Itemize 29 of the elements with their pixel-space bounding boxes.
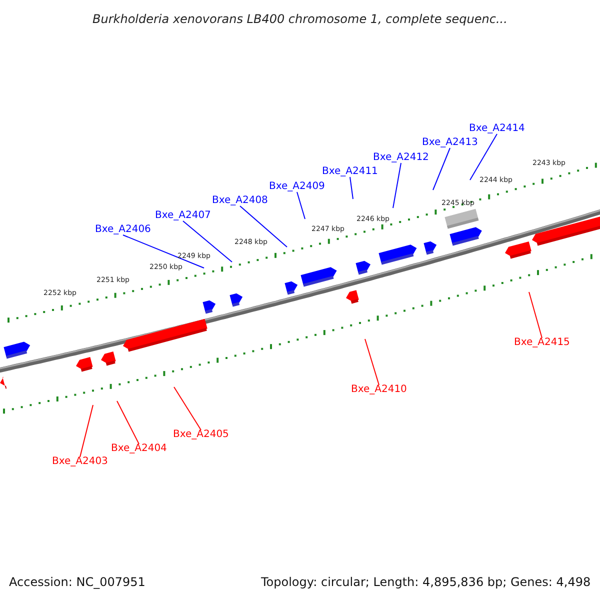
leader-line bbox=[240, 206, 288, 248]
summary-note: Topology: circular; Length: 4,895,836 bp; Genes: 4,498 bbox=[261, 576, 591, 588]
gene-label: Bxe_A2415 bbox=[514, 338, 570, 348]
gene-label: Bxe_A2403 bbox=[52, 457, 108, 467]
leader-line bbox=[470, 134, 498, 180]
gene-label: Bxe_A2405 bbox=[173, 430, 229, 440]
gene-label: Bxe_A2412 bbox=[373, 153, 429, 163]
gene-label: Bxe_A2410 bbox=[351, 385, 407, 395]
leader-line bbox=[432, 148, 450, 190]
gene-label: Bxe_A2414 bbox=[469, 124, 525, 134]
accession-note: Accession: NC_007951 bbox=[9, 576, 146, 588]
gene-label: Bxe_A2408 bbox=[212, 196, 268, 206]
gene-label: Bxe_A2404 bbox=[111, 444, 167, 454]
gene-label: Bxe_A2407 bbox=[155, 211, 211, 221]
leader-line bbox=[528, 292, 542, 338]
leader-line bbox=[182, 220, 232, 262]
gene-label: Bxe_A2409 bbox=[269, 182, 325, 192]
leader-line bbox=[296, 192, 306, 220]
leader-line bbox=[392, 162, 402, 208]
leader-line bbox=[116, 400, 140, 444]
leader-line bbox=[122, 234, 204, 268]
gene-label: Bxe_A2406 bbox=[95, 225, 151, 235]
title: Burkholderia xenovorans LB400 chromosome 1, complete sequenc... bbox=[92, 13, 508, 25]
leader-line bbox=[174, 386, 202, 430]
leader-line bbox=[350, 176, 354, 200]
leader-line bbox=[364, 338, 380, 386]
gene-label: Bxe_A2413 bbox=[422, 138, 478, 148]
leader-line bbox=[80, 404, 94, 458]
gene-label: Bxe_A2411 bbox=[322, 167, 378, 177]
